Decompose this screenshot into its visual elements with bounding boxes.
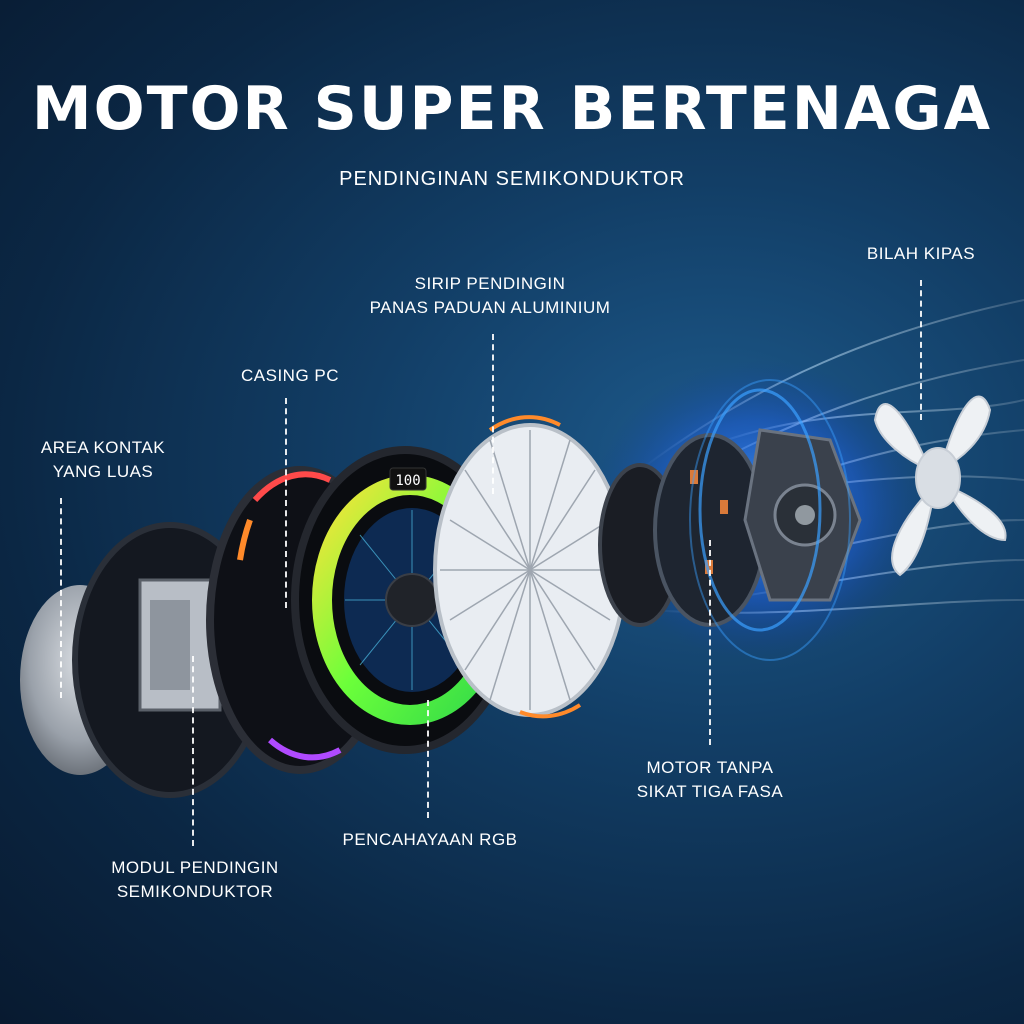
callout-line-fan-blade [920, 280, 922, 420]
callout-line-heatsink [492, 334, 494, 494]
label-brushless-motor-line2: SIKAT TIGA FASA [636, 782, 784, 801]
label-rgb-lighting-text: PENCAHAYAAN RGB [342, 830, 518, 849]
label-fan-blade-text: BILAH KIPAS [866, 244, 976, 263]
page-subtitle: PENDINGINAN SEMIKONDUKTOR [339, 168, 685, 190]
label-heatsink: SIRIP PENDINGIN PANAS PADUAN ALUMINIUM [340, 272, 640, 320]
label-contact-area-line1: AREA KONTAK [40, 438, 166, 457]
callout-line-rgb-lighting [427, 700, 429, 818]
label-rgb-lighting: PENCAHAYAAN RGB [320, 828, 540, 852]
callout-line-semiconductor-module [192, 656, 194, 846]
label-semiconductor-module: MODUL PENDINGIN SEMIKONDUKTOR [90, 856, 300, 904]
label-brushless-motor-line1: MOTOR TANPA [646, 758, 774, 777]
fan-blade [873, 395, 1007, 577]
callout-line-pc-casing [285, 398, 287, 608]
label-semiconductor-module-line1: MODUL PENDINGIN [111, 858, 279, 877]
callout-line-brushless-motor [709, 540, 711, 745]
label-contact-area-line2: YANG LUAS [52, 462, 154, 481]
label-heatsink-line1: SIRIP PENDINGIN [414, 274, 566, 293]
label-pc-casing-text: CASING PC [240, 366, 340, 385]
label-semiconductor-module-line2: SEMIKONDUKTOR [116, 882, 274, 901]
label-contact-area: AREA KONTAK YANG LUAS [18, 436, 188, 484]
label-fan-blade: BILAH KIPAS [846, 242, 996, 266]
aluminium-heatsink [433, 415, 627, 719]
label-brushless-motor: MOTOR TANPA SIKAT TIGA FASA [610, 756, 810, 804]
page-title: MOTOR SUPER BERTENAGA [31, 74, 993, 144]
callout-line-contact-area [60, 498, 62, 698]
display-readout: 100 [395, 473, 420, 489]
label-heatsink-line2: PANAS PADUAN ALUMINIUM [369, 298, 611, 317]
label-pc-casing: CASING PC [215, 364, 365, 388]
brushless-motor [598, 379, 862, 661]
